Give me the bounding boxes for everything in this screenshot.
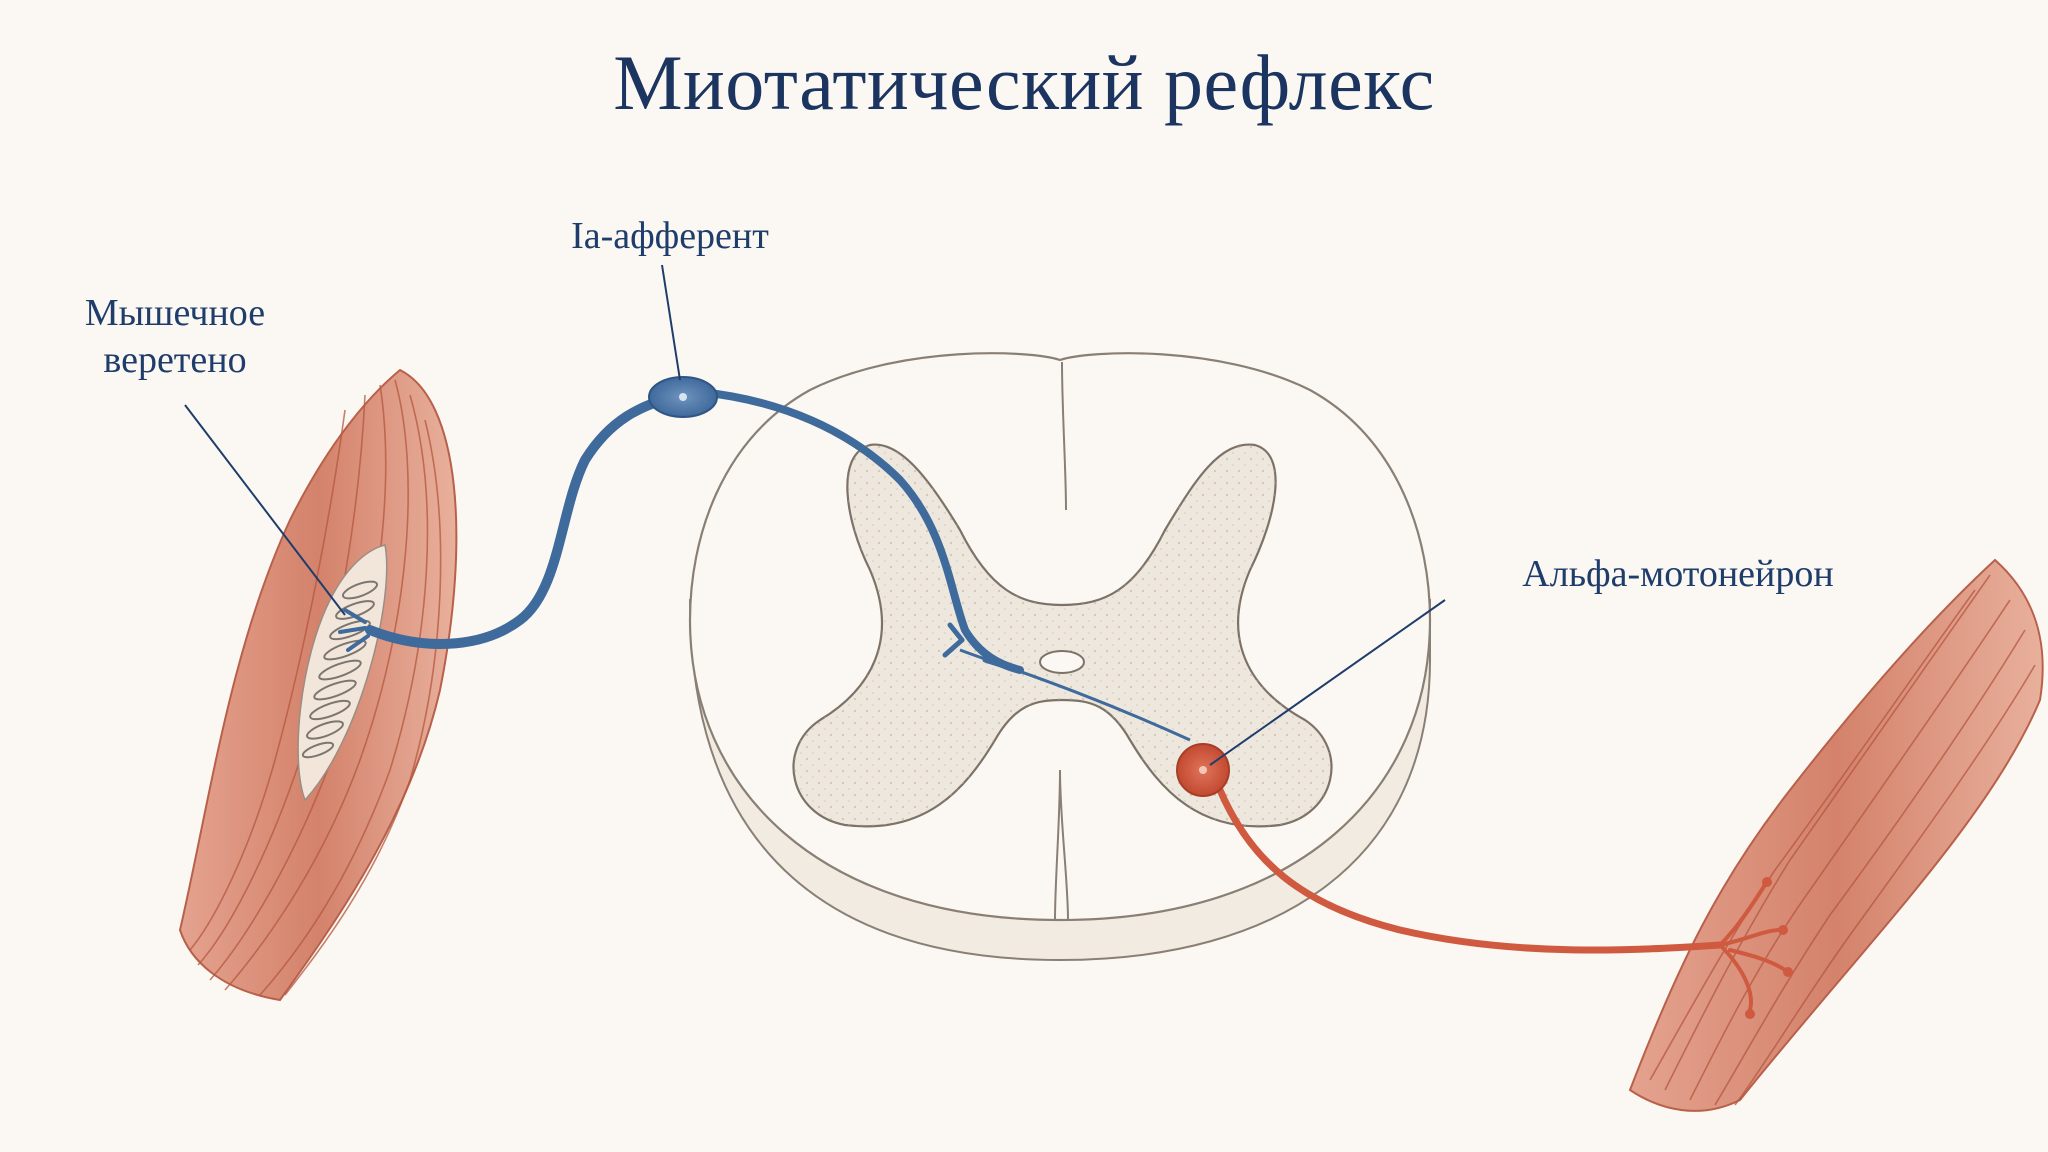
right-muscle-body — [1628, 558, 2044, 1112]
muscle-spindle-label: Мышечное веретено — [40, 290, 310, 384]
ia-afferent-label: Ia-афферент — [571, 215, 769, 257]
right-muscle — [1628, 558, 2044, 1112]
spindle-leader-line — [184, 404, 346, 616]
posterior-median-sulcus — [1061, 361, 1067, 511]
anterior-median-fissure — [1054, 769, 1069, 921]
afferent-collateral — [959, 648, 1191, 742]
ia-afferent-neuron — [338, 376, 1191, 742]
motor-end-plate — [1718, 883, 1787, 1012]
afferent-central-axon — [696, 388, 1024, 674]
motoneuron-leader-line — [1209, 599, 1446, 766]
muscle-spindle-label-line-1: Мышечное — [84, 292, 266, 334]
alpha-motoneuron — [1176, 743, 1793, 1019]
left-muscle — [178, 368, 458, 1002]
alpha-motoneuron-label: Альфа-мотонейрон — [1522, 553, 1834, 595]
spinal-cord — [688, 352, 1432, 962]
afferent-leader-line — [661, 264, 681, 381]
central-canal — [1039, 650, 1085, 674]
afferent-peripheral-axon — [365, 390, 685, 649]
diagram-title: Миотатический рефлекс — [613, 39, 1435, 126]
muscle-spindle-label-line-2: веретено — [103, 339, 247, 381]
motor-axon — [1216, 786, 1724, 954]
